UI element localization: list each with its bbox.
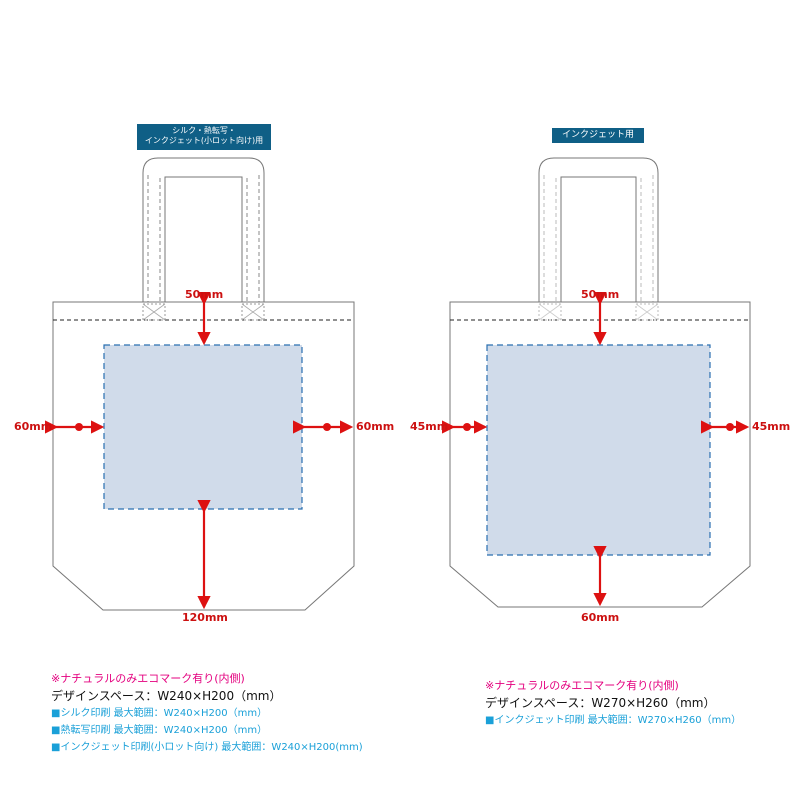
left-bag-handle-inner [164, 176, 243, 302]
right-bag-dim-bottom: 60mm [581, 611, 620, 624]
left-bag-design-space: デザインスペース：W240×H200（mm） [51, 689, 282, 703]
right-bag-design-space: デザインスペース：W270×H260（mm） [485, 696, 716, 710]
left-bag-max-range-transfer: ■熱転写印刷 最大範囲：W240×H200（mm） [51, 725, 268, 736]
right-bag-notes: ※ナチュラルのみエコマーク有り(内側) デザインスペース：W270×H260（m… [485, 678, 741, 729]
right-bag-handle-outer [538, 157, 659, 302]
left-bag-dim-bottom: 120mm [182, 611, 228, 624]
right-bag-eco-note: ※ナチュラルのみエコマーク有り(内側) [485, 679, 679, 692]
right-bag-dim-right: 45mm [752, 420, 791, 433]
left-bag-dim-right: 60mm [356, 420, 395, 433]
right-bag-handle-inner [560, 176, 637, 302]
right-bag-dim-left: 45mm [410, 420, 449, 433]
right-bag-method-label-text: インクジェット用 [561, 130, 634, 140]
left-bag-notes: ※ナチュラルのみエコマーク有り(内側) デザインスペース：W240×H200（m… [51, 671, 363, 756]
right-bag-dim-top: 50mm [581, 288, 620, 301]
left-bag-max-range-silk: ■シルク印刷 最大範囲：W240×H200（mm） [51, 708, 268, 719]
left-bag-method-label-line1: シルク・熱転写・ [172, 126, 236, 135]
left-bag-method-label: シルク・熱転写・ インクジェット(小ロット向け)用 [137, 124, 271, 150]
left-bag-method-label-line2: インクジェット(小ロット向け)用 [144, 136, 264, 145]
right-bag-max-range-inkjet: ■インクジェット印刷 最大範囲：W270×H260（mm） [485, 715, 742, 726]
left-bag-print-area [103, 344, 303, 510]
left-bag-handle-outer [142, 157, 265, 302]
right-bag [442, 157, 751, 608]
right-bag-print-area [486, 344, 711, 556]
left-bag-eco-note: ※ナチュラルのみエコマーク有り(内側) [51, 672, 245, 685]
left-bag-max-range-inkjet: ■インクジェット印刷(小ロット向け) 最大範囲：W240×H200(mm) [51, 742, 363, 753]
left-bag [45, 157, 355, 611]
left-bag-dim-left: 60mm [14, 420, 53, 433]
right-bag-method-label: インクジェット用 [552, 128, 644, 143]
left-bag-dim-top: 50mm [185, 288, 224, 301]
